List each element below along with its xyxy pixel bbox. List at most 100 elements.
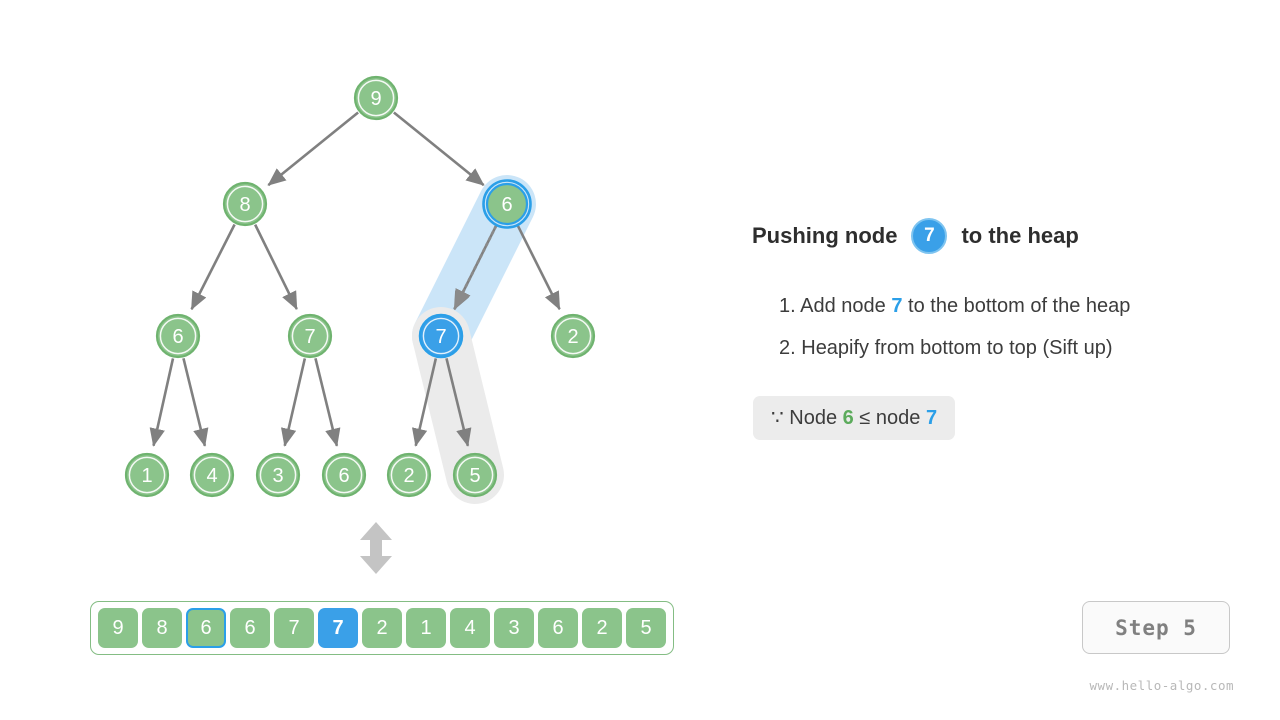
tree-edge <box>190 223 236 311</box>
reason-left-value: 6 <box>842 407 854 429</box>
node-circle <box>452 452 498 498</box>
array-cell-1[interactable]: 8 <box>142 608 182 648</box>
tree-node-7-n5[interactable]: 7 <box>418 313 464 359</box>
sift-up-dotted-arrow <box>453 224 498 310</box>
node-label: 9 <box>370 88 381 110</box>
tree-node-2-n6[interactable]: 2 <box>550 313 596 359</box>
reason-op: ≤ node <box>853 407 926 429</box>
node-circle <box>485 182 529 226</box>
array-cell-12[interactable]: 5 <box>626 608 666 648</box>
tree-edges <box>149 111 561 447</box>
array-cell-9[interactable]: 3 <box>494 608 534 648</box>
node-inner-ring <box>357 79 395 117</box>
title-suffix: to the heap <box>961 223 1079 248</box>
step-item-2: 2. Heapify from bottom to top (Sift up) <box>779 327 1272 369</box>
node-circle <box>386 452 432 498</box>
dotted-arrow <box>453 224 498 310</box>
node-label: 6 <box>338 465 349 487</box>
tree-node-4-n8[interactable]: 4 <box>189 452 235 498</box>
tree-edge <box>280 358 307 447</box>
node-inner-ring <box>259 456 297 494</box>
tree-edge <box>149 358 175 447</box>
step-badge: Step 5 <box>1082 601 1230 654</box>
step-item-1: 1. Add node 7 to the bottom of the heap <box>779 285 1272 327</box>
tree-node-6-n2[interactable]: 6 <box>482 179 532 229</box>
array-cell-5[interactable]: 7 <box>318 608 358 648</box>
reason-right-value: 7 <box>925 407 938 429</box>
tree-edge <box>411 358 438 447</box>
node-circle <box>255 452 301 498</box>
node-inner-ring <box>325 456 363 494</box>
node-circle <box>550 313 596 359</box>
tree-nodes: 9 8 6 6 7 7 2 1 4 3 6 2 5 <box>124 75 596 498</box>
tree-node-8-n1[interactable]: 8 <box>222 181 268 227</box>
explanation-panel: Pushing node 7 to the heap 1. Add node 7… <box>752 0 1272 720</box>
reason-box: ∵ Node 6 ≤ node 7 <box>753 396 956 440</box>
tree-edge <box>253 224 298 311</box>
node-label: 5 <box>469 465 480 487</box>
tree-node-7-n4[interactable]: 7 <box>287 313 333 359</box>
node-label: 2 <box>403 465 414 487</box>
tree-edge <box>516 223 561 311</box>
title-prefix: Pushing node <box>752 223 898 248</box>
node-circle <box>353 75 399 121</box>
site-footer: www.hello-algo.com <box>1089 678 1234 693</box>
node-inner-ring <box>554 317 592 355</box>
page-title: Pushing node 7 to the heap <box>752 216 1079 256</box>
node-highlight-ring <box>482 179 532 229</box>
node-label: 2 <box>567 326 578 348</box>
node-label: 8 <box>239 194 250 216</box>
tree-edge <box>182 358 209 447</box>
tree-array-swap-icon <box>360 522 392 574</box>
node-label: 3 <box>272 465 283 487</box>
node-circle <box>189 452 235 498</box>
array-cell-0[interactable]: 9 <box>98 608 138 648</box>
double-arrow-icon <box>360 522 392 574</box>
title-node-badge: 7 <box>911 218 948 254</box>
node-label: 1 <box>141 465 152 487</box>
node-circle <box>321 452 367 498</box>
because-symbol: ∵ <box>771 407 784 429</box>
tree-node-2-n11[interactable]: 2 <box>386 452 432 498</box>
node-inner-ring <box>226 185 264 223</box>
node-circle <box>155 313 201 359</box>
array-cell-11[interactable]: 2 <box>582 608 622 648</box>
tree-node-9-n0[interactable]: 9 <box>353 75 399 121</box>
tree-node-1-n7[interactable]: 1 <box>124 452 170 498</box>
step-text-post: to the bottom of the heap <box>902 295 1131 317</box>
binary-heap-tree: 9 8 6 6 7 7 2 1 4 3 6 2 5 <box>124 75 596 574</box>
step-text-pre: Heapify from bottom to top (Sift up) <box>795 337 1113 359</box>
array-cell-7[interactable]: 1 <box>406 608 446 648</box>
node-label: 7 <box>435 326 446 348</box>
node-label: 6 <box>172 326 183 348</box>
array-cell-3[interactable]: 6 <box>230 608 270 648</box>
tree-node-6-n3[interactable]: 6 <box>155 313 201 359</box>
node-label: 6 <box>501 194 512 216</box>
tree-edge <box>314 358 341 447</box>
step-index: 1. <box>779 295 796 317</box>
step-text-pre: Add node <box>795 295 892 317</box>
node-inner-ring <box>456 456 494 494</box>
array-cell-10[interactable]: 6 <box>538 608 578 648</box>
array-cell-2[interactable]: 6 <box>186 608 226 648</box>
node-circle <box>222 181 268 227</box>
tree-node-5-n12[interactable]: 5 <box>452 452 498 498</box>
tree-node-6-n10[interactable]: 6 <box>321 452 367 498</box>
reason-pre: Node <box>783 407 843 429</box>
tree-node-3-n9[interactable]: 3 <box>255 452 301 498</box>
array-cell-6[interactable]: 2 <box>362 608 402 648</box>
node-label: 7 <box>304 326 315 348</box>
step-index: 2. <box>779 337 796 359</box>
node-inner-ring <box>128 456 166 494</box>
array-cell-8[interactable]: 4 <box>450 608 490 648</box>
array-cell-4[interactable]: 7 <box>274 608 314 648</box>
node-inner-ring <box>422 317 460 355</box>
node-circle <box>418 313 464 359</box>
tree-edge <box>267 111 359 187</box>
node-inner-ring <box>291 317 329 355</box>
step-value: 7 <box>891 295 903 317</box>
node-circle <box>124 452 170 498</box>
